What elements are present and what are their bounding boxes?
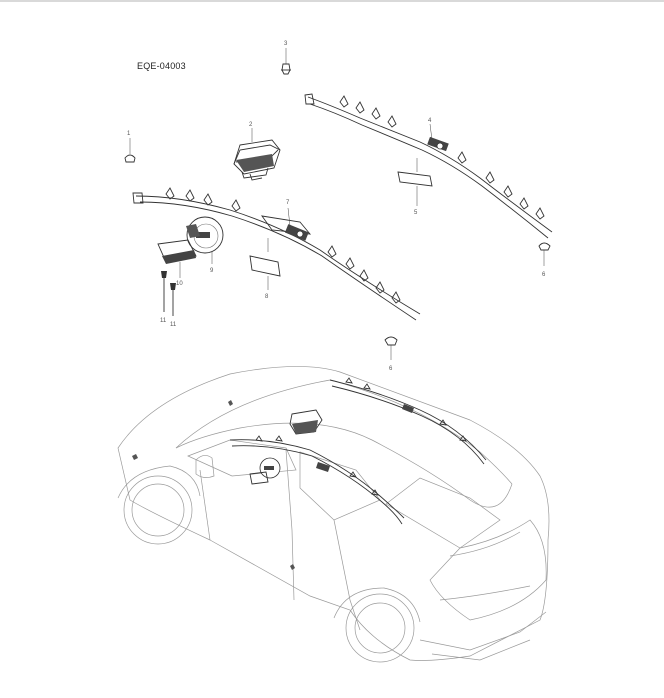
callout-4: 4 [428, 118, 432, 124]
part-5-bracket [397, 158, 433, 206]
part-4-curtain-airbag-right [304, 93, 553, 239]
callout-7: 7 [286, 200, 290, 206]
part-7-curtain-airbag-left [132, 187, 421, 321]
part-2-airbag-module [233, 128, 281, 181]
callout-11-b: 11 [170, 322, 177, 328]
installed-curtain-airbag-left [229, 435, 405, 525]
callout-8: 8 [265, 294, 269, 300]
part-9-round-module [186, 216, 224, 264]
callout-10: 10 [176, 281, 183, 287]
part-10-sensor [157, 239, 197, 278]
part-3-clip [281, 48, 291, 75]
callout-9: 9 [210, 268, 214, 274]
installed-airbag-module [289, 409, 323, 435]
part-1-clip [124, 138, 136, 163]
part-6-clip-right [538, 242, 551, 266]
callout-3: 3 [284, 41, 288, 47]
installed-round-module [249, 457, 281, 485]
diagram-code: EQE-04003 [137, 61, 186, 71]
top-divider [0, 0, 664, 2]
part-6-clip-middle [384, 336, 398, 360]
callout-6-bottom: 6 [389, 366, 393, 372]
installed-curtain-airbag-right [329, 377, 487, 465]
callout-1: 1 [127, 131, 131, 137]
callout-2: 2 [249, 122, 253, 128]
callout-5: 5 [414, 210, 418, 216]
part-11-bolts [161, 271, 176, 316]
part-8-bracket [249, 238, 281, 290]
vehicle-outline [117, 366, 550, 663]
callout-11-a: 11 [160, 318, 167, 324]
callout-6-top: 6 [542, 272, 546, 278]
